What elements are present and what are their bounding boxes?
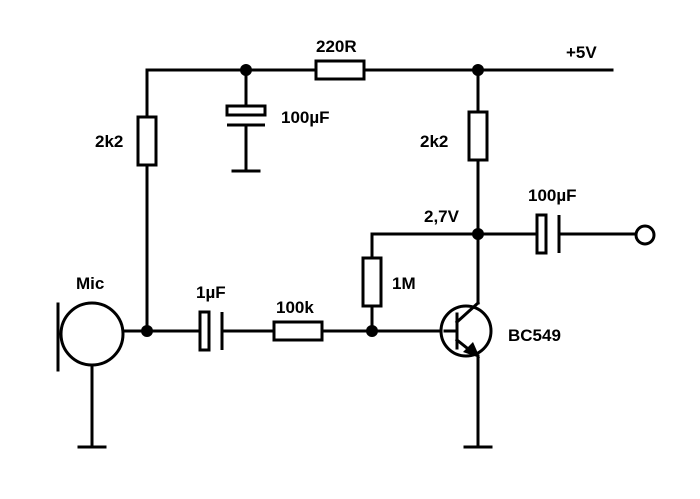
junction-dots [141, 64, 484, 337]
label-r-feedback: 1M [392, 274, 416, 293]
capacitor-100uf-filter [225, 68, 267, 173]
output-terminal [634, 224, 656, 246]
label-r-input: 100k [276, 298, 314, 317]
label-r-series: 220R [316, 37, 357, 56]
label-collector-voltage: 2,7V [424, 207, 460, 226]
microphone [56, 301, 125, 449]
capacitor-100uf-output [476, 213, 638, 255]
transistor-bc549 [439, 300, 493, 449]
label-c-output: 100µF [528, 186, 577, 205]
label-c-input: 1µF [196, 283, 226, 302]
label-r-collector: 2k2 [420, 132, 448, 151]
resistor-100k [272, 320, 324, 342]
resistor-2k2-mic-bias [136, 68, 158, 332]
resistor-2k2-collector [467, 68, 489, 305]
resistor-1m-feedback [361, 232, 480, 332]
label-mic: Mic [76, 274, 104, 293]
label-c-filter: 100µF [281, 108, 330, 127]
capacitor-1uf-input [198, 310, 224, 352]
label-r-mic-bias: 2k2 [95, 132, 123, 151]
label-supply: +5V [566, 43, 597, 62]
resistor-220r [314, 59, 366, 81]
label-transistor: BC549 [508, 326, 561, 345]
